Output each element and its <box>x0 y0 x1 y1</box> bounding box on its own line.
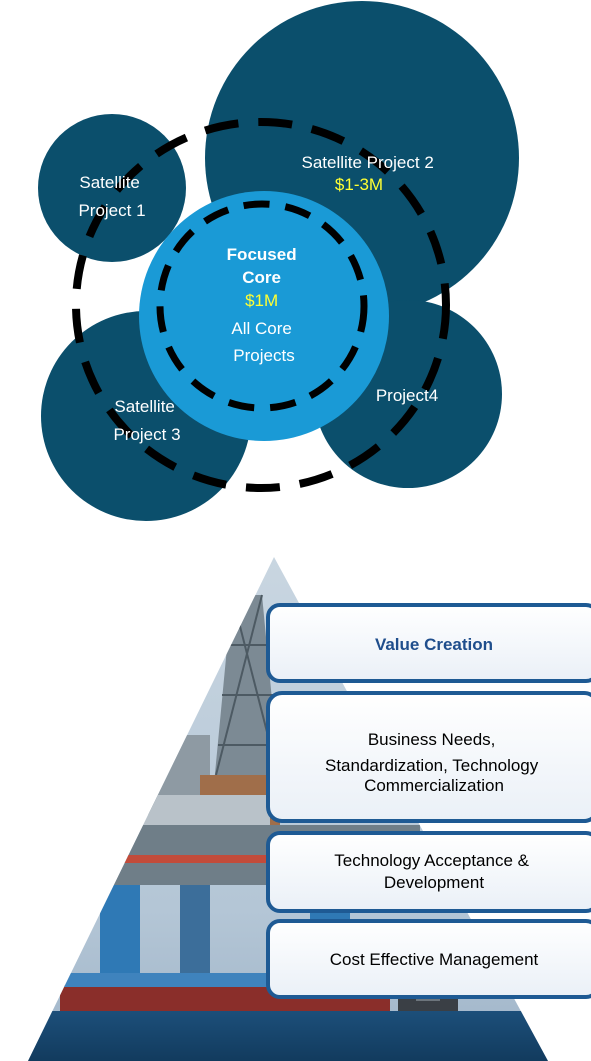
technology-acceptance-label: Technology Acceptance & Development <box>334 851 533 892</box>
business-needs-label: Business Needs, Standardization, Technol… <box>325 730 543 795</box>
inner-dashed-ring <box>156 200 368 412</box>
focused-core-label: Focused Core $1M All Core Projects <box>227 245 302 365</box>
satellite-project-3-line2: Project 3 <box>113 425 180 444</box>
core-line2: Core <box>242 268 281 287</box>
value-creation-box: Value Creation <box>266 603 591 683</box>
technology-acceptance-box: Technology Acceptance & Development <box>266 831 591 913</box>
satellite-project-2-budget: $1-3M <box>335 175 383 194</box>
satellite-project-1-line1: Satellite <box>79 173 139 192</box>
business-needs-line2: Standardization, Technology <box>325 756 539 775</box>
value-pyramid-diagram: Value Creation Business Needs, Standardi… <box>28 557 591 1061</box>
satellite-project-1-circle <box>38 114 186 262</box>
business-needs-line1: Business Needs, <box>368 730 496 749</box>
technology-acceptance-line1: Technology Acceptance & <box>334 851 529 870</box>
value-creation-label: Value Creation <box>375 635 493 654</box>
core-budget: $1M <box>245 291 278 310</box>
business-needs-line3: Commercialization <box>364 776 504 795</box>
core-line3: All Core <box>231 319 291 338</box>
satellite-project-3-line1: Satellite <box>114 397 174 416</box>
core-line4: Projects <box>233 346 294 365</box>
project-4-label: Project4 <box>376 386 438 405</box>
technology-acceptance-line2: Development <box>384 873 484 892</box>
satellite-project-2-label: Satellite Project 2 $1-3M <box>301 153 438 194</box>
satellite-project-1-line2: Project 1 <box>78 201 145 220</box>
focused-core-circle <box>139 191 389 441</box>
satellite-project-3-label: Satellite Project 3 <box>113 397 180 444</box>
project-portfolio-diagram: Satellite Project 1 Satellite Project 2 … <box>38 1 519 521</box>
outer-dashed-ring <box>72 118 450 492</box>
cost-effective-management-label: Cost Effective Management <box>330 950 539 969</box>
business-needs-box: Business Needs, Standardization, Technol… <box>266 691 591 823</box>
cost-effective-management-box: Cost Effective Management <box>266 919 591 999</box>
satellite-project-2-line1: Satellite Project 2 <box>301 153 433 172</box>
core-line1: Focused <box>227 245 297 264</box>
satellite-project-1-label: Satellite Project 1 <box>78 173 145 220</box>
